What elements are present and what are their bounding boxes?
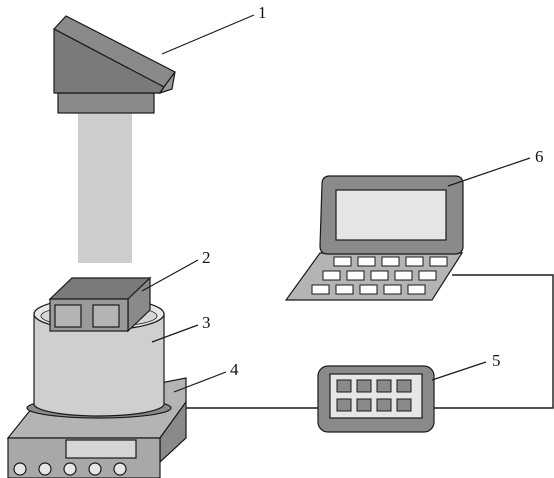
laptop-key: [429, 256, 448, 267]
stirrer-knob-5: [113, 462, 127, 476]
light-beam: [78, 113, 132, 263]
label-5: 5: [492, 351, 501, 370]
leader-line-5: [431, 361, 487, 381]
laptop-key: [346, 270, 365, 281]
controller-key: [336, 398, 352, 412]
laptop-key: [383, 284, 402, 295]
leader-line-1: [161, 14, 255, 55]
controller-key: [356, 398, 372, 412]
controller-key: [376, 398, 392, 412]
labels: 1 2 3 4 5 6: [202, 3, 544, 379]
laptop-key: [405, 256, 424, 267]
laptop-key: [394, 270, 413, 281]
stirrer-base: [6, 377, 187, 478]
laptop-screen: [335, 189, 447, 241]
leader-line-6: [447, 157, 531, 187]
laptop-key: [370, 270, 389, 281]
label-2: 2: [202, 248, 211, 267]
controller-keys: [336, 379, 412, 412]
laptop-key: [381, 256, 400, 267]
holder-window-left: [54, 304, 82, 328]
label-3: 3: [202, 313, 211, 332]
controller-key: [396, 398, 412, 412]
stirrer-knob-3: [63, 462, 77, 476]
stirrer-knob-2: [38, 462, 52, 476]
laptop-key: [407, 284, 426, 295]
stirrer-display: [65, 439, 137, 459]
camera-housing-top: [158, 71, 176, 95]
controller-key: [396, 379, 412, 393]
laptop-key: [418, 270, 437, 281]
leader-line-4: [173, 371, 227, 393]
laptop: [284, 175, 464, 301]
controller-key: [356, 379, 372, 393]
leader-line-2: [141, 259, 199, 292]
controller-key: [376, 379, 392, 393]
cables: [186, 274, 554, 409]
laptop-key: [359, 284, 378, 295]
laptop-key: [335, 284, 354, 295]
laptop-keys: [311, 256, 448, 295]
controller: [317, 365, 435, 433]
laptop-key: [333, 256, 352, 267]
leader-lines: [141, 14, 531, 393]
controller-key: [336, 379, 352, 393]
leader-line-3: [151, 324, 199, 343]
stirrer-knob-4: [88, 462, 102, 476]
laptop-key: [311, 284, 330, 295]
beaker-body: [33, 313, 165, 417]
laptop-key: [322, 270, 341, 281]
laptop-key: [357, 256, 376, 267]
cable-controller-to-laptop: [434, 274, 554, 409]
stirrer-knob-1: [13, 462, 27, 476]
label-1: 1: [258, 3, 267, 22]
holder-window-right: [92, 304, 120, 328]
label-4: 4: [230, 360, 239, 379]
sample-holder: [48, 276, 152, 333]
camera-unit: [53, 15, 176, 263]
label-6: 6: [535, 147, 544, 166]
camera-base: [57, 92, 155, 114]
